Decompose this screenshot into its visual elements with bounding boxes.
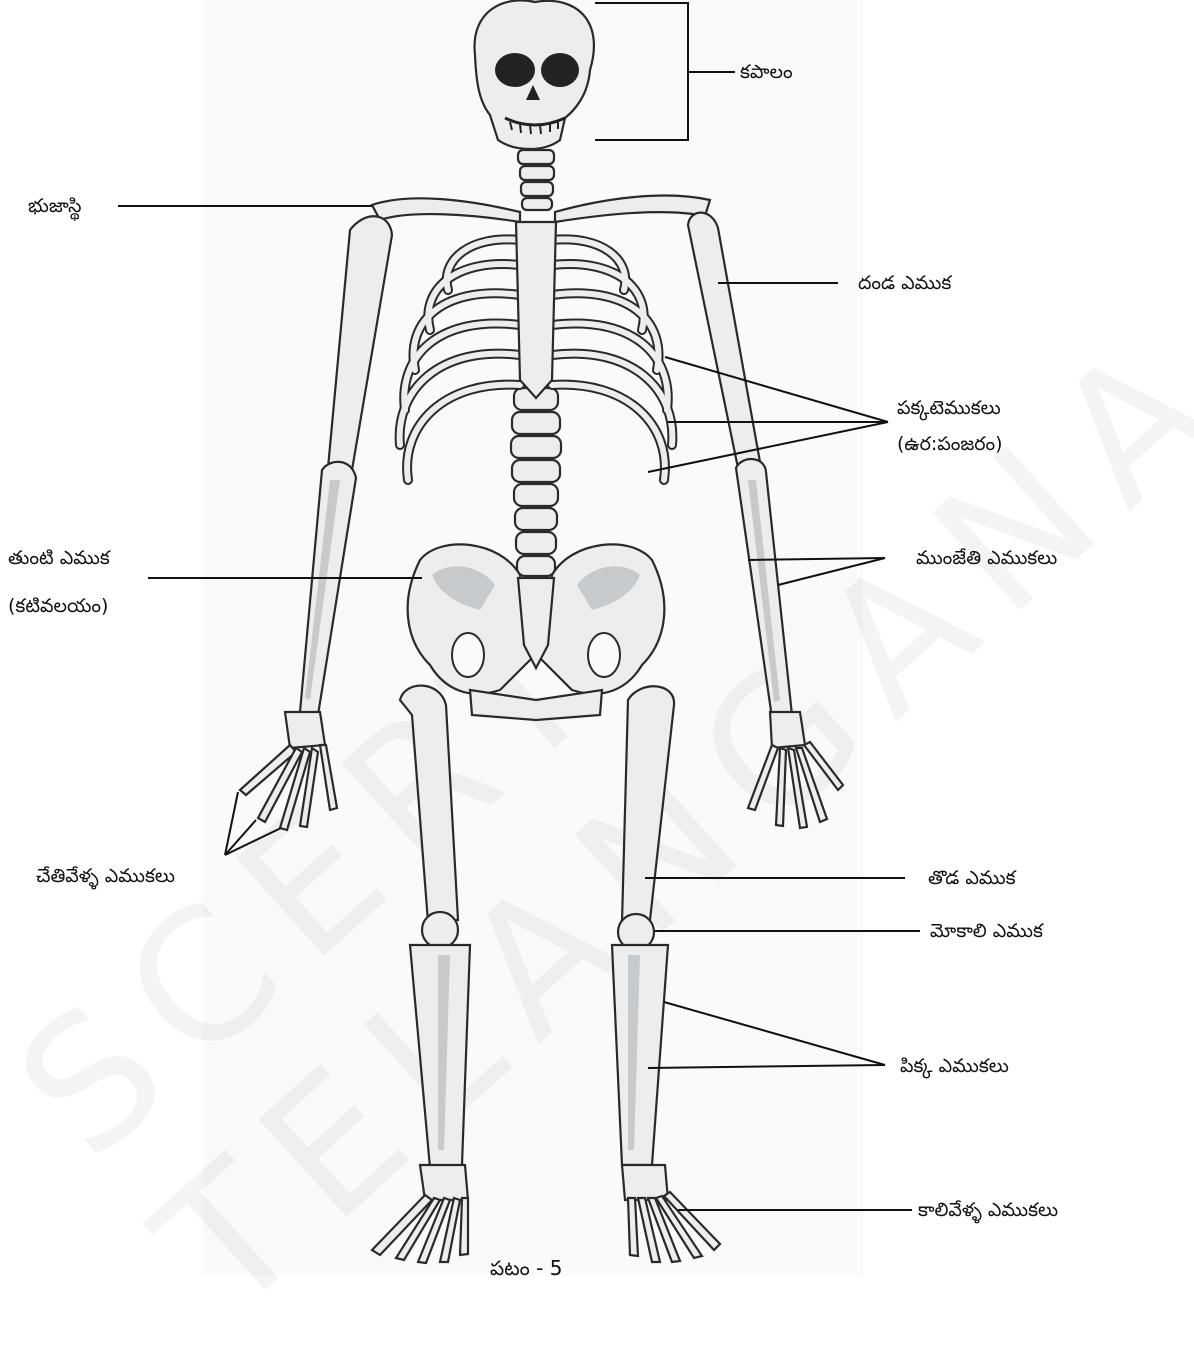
label-ribs: పక్కటెముకలు xyxy=(897,396,1001,420)
figure-caption: పటం - 5 xyxy=(490,1256,562,1280)
hands xyxy=(240,712,843,830)
legs xyxy=(400,686,674,1168)
label-kneecap: మోకాలి ఎముక xyxy=(930,919,1043,943)
label-forearm: ముంజేతి ఎముకలు xyxy=(916,546,1057,570)
label-femur: తొడ ఎముక xyxy=(928,866,1016,890)
label-fingers: చేతివేళ్ళ ఎముకలు xyxy=(36,864,175,888)
label-humerus: దండ ఎముక xyxy=(858,271,951,295)
skeleton-diagram: SCERT TELANGANA .b { fill:#ecedee; strok… xyxy=(0,0,1194,1276)
label-pelvis-sub: (కటివలయం) xyxy=(8,594,108,618)
label-skull: కపాలం xyxy=(740,60,793,84)
label-pelvis: తుంటి ఎముక xyxy=(8,546,110,570)
skeleton-illustration: .b { fill:#ecedee; stroke:#2a2a2a; strok… xyxy=(0,0,1194,1276)
label-clavicle: భుజాస్థి xyxy=(28,194,81,218)
feet xyxy=(372,1165,720,1263)
label-toes: కాలివేళ్ళ ఎముకలు xyxy=(918,1198,1058,1222)
label-ribcage: (ఉర:పంజరం) xyxy=(897,432,1003,456)
label-shin: పిక్క ఎముకలు xyxy=(900,1054,1009,1078)
skull-icon xyxy=(475,0,594,149)
